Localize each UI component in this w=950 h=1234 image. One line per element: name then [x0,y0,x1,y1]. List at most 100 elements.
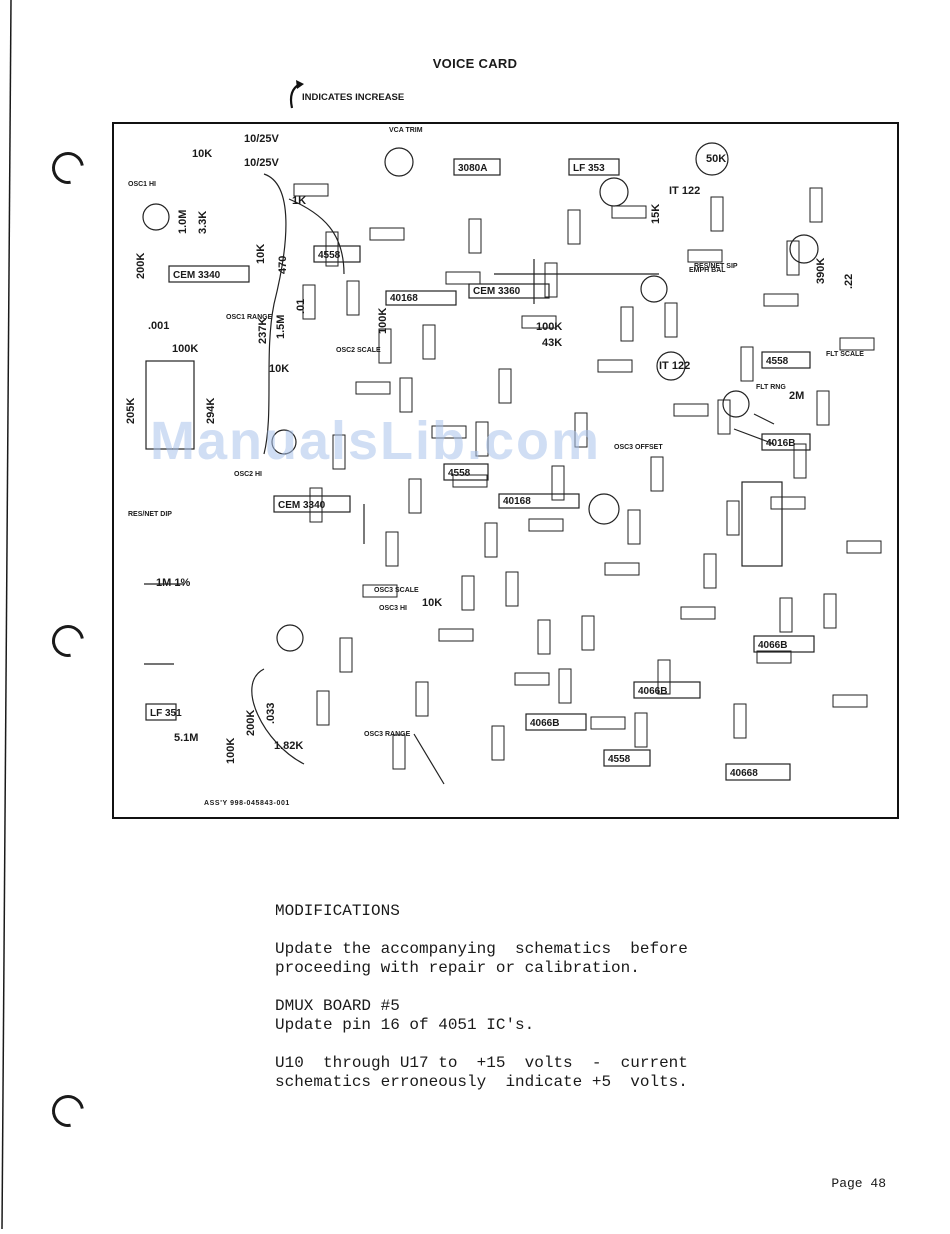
component-value: .22 [843,274,855,289]
ic-outline [603,749,651,767]
component-body [710,196,724,232]
component-body [611,205,647,219]
component-value: 470 [277,256,289,274]
modifications-section: MODIFICATIONS Update the accompanying sc… [275,902,775,1111]
ic-label: LF 353 [573,163,605,174]
component-body [770,496,806,510]
component-body [740,346,754,382]
ic-label: 4016B [766,438,795,449]
component-body [664,302,678,338]
component-body [680,606,716,620]
component-body [399,377,413,413]
component-body [309,487,323,523]
component-body [717,399,731,435]
page-number: Page 48 [831,1176,886,1191]
component-body [816,390,830,426]
ic-outline [753,635,815,653]
component-body [537,619,551,655]
ic-label: LF 351 [150,708,182,719]
component-body [332,434,346,470]
component-value: 10K [422,597,442,609]
function-label: OSC1 HI [128,181,156,188]
ic-label: CEM 3340 [278,500,326,511]
component-body [604,562,640,576]
ic-outline [725,763,791,781]
component-body [687,249,723,263]
component-body [673,403,709,417]
component-body [339,637,353,673]
component-body [498,368,512,404]
ic-outline [761,351,811,369]
ic-outline [385,290,457,306]
rotation-arrow-icon [289,80,304,109]
component-value: 10/25V [244,133,280,145]
component-body [590,716,626,730]
component-body [346,280,360,316]
component-body [355,381,391,395]
component-body [431,425,467,439]
modification-paragraph: DMUX BOARD #5 Update pin 16 of 4051 IC's… [275,997,775,1035]
modification-paragraph: Update the accompanying schematics befor… [275,940,775,978]
function-label: OSC3 OFFSET [614,444,663,451]
function-label: OSC2 SCALE [336,347,381,354]
component-body [551,465,565,501]
component-value: 390K [815,258,827,284]
component-body [793,443,807,479]
component-value: 237K [257,318,269,344]
component-body [544,262,558,298]
ic-label: 4066B [638,686,667,697]
function-label: RES/NET SIP [694,263,738,270]
paragraph-line: DMUX BOARD #5 [275,997,400,1015]
binder-hole [45,1088,91,1134]
component-value: 1K [292,195,306,207]
component-body [620,306,634,342]
component-body [468,218,482,254]
component-body [756,650,792,664]
component-body [491,725,505,761]
component-body [597,359,633,373]
component-value: 10/25V [244,157,280,169]
ic-outline [443,463,489,481]
component-body [703,553,717,589]
function-label: EMPH BAL [689,267,726,274]
component-body [832,694,868,708]
ic-outline [273,495,351,513]
component-body [302,284,316,320]
component-body [505,571,519,607]
component-body [634,712,648,748]
component-value: .001 [148,320,169,332]
component-body [581,615,595,651]
component-body [408,478,422,514]
component-value: .033 [265,703,277,724]
component-value: IT 122 [669,185,700,197]
component-value: 50K [706,153,726,165]
component-value: IT 122 [659,360,690,372]
component-body [574,412,588,448]
function-label: OSC3 HI [379,605,407,612]
component-body [438,628,474,642]
ic-label: 4066B [530,718,559,729]
component-value: 43K [542,337,562,349]
watermark: ManualsLib.com [150,411,602,471]
ic-outline [498,493,580,509]
component-value: 100K [225,738,237,764]
component-body [521,315,557,329]
component-body [362,584,398,598]
component-body [484,522,498,558]
ic-outline [453,158,501,176]
component-value: 294K [205,398,217,424]
function-label: FLT RNG [756,384,786,391]
binder-hole [45,145,91,191]
component-value: 1M 1% [156,577,190,589]
component-body [823,593,837,629]
paragraph-line: U10 through U17 to +15 volts - current [275,1054,688,1072]
ic-outline [168,265,250,283]
component-body [657,659,671,695]
component-body [846,540,882,554]
ic-outline [145,703,177,721]
page-title: VOICE CARD [432,56,518,71]
component-body [567,209,581,245]
paragraph-line: Update pin 16 of 4051 IC's. [275,1016,535,1034]
page-left-edge [0,0,14,1230]
